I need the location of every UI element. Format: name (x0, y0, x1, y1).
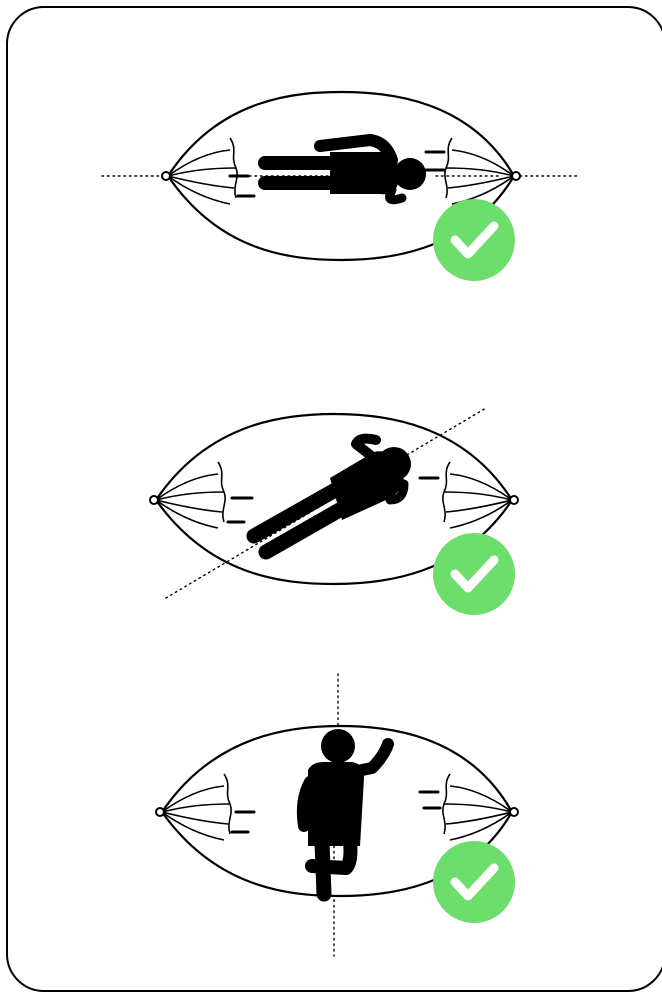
hammock-diagonal-illustration (0, 400, 662, 610)
hammock-strings-right (443, 462, 512, 528)
panel-vertical (0, 670, 662, 960)
person-lying-diagonal (254, 439, 411, 552)
check-circle-icon (433, 199, 515, 281)
hammock-vertical-illustration (0, 670, 662, 960)
hammock-strings-left (156, 462, 225, 528)
hammock-strings-left (168, 138, 237, 204)
panel-horizontal (0, 80, 662, 290)
check-circle-icon (433, 841, 515, 923)
person-sitting-vertical (303, 729, 388, 894)
check-circle-icon (433, 533, 515, 615)
hammock-strings-right (443, 774, 512, 840)
hammock-strings-right (445, 138, 514, 204)
hammock-horizontal-illustration (0, 80, 662, 290)
hammock-strings-left (162, 774, 231, 840)
panel-diagonal (0, 400, 662, 610)
person-lying-horizontal (258, 140, 426, 200)
